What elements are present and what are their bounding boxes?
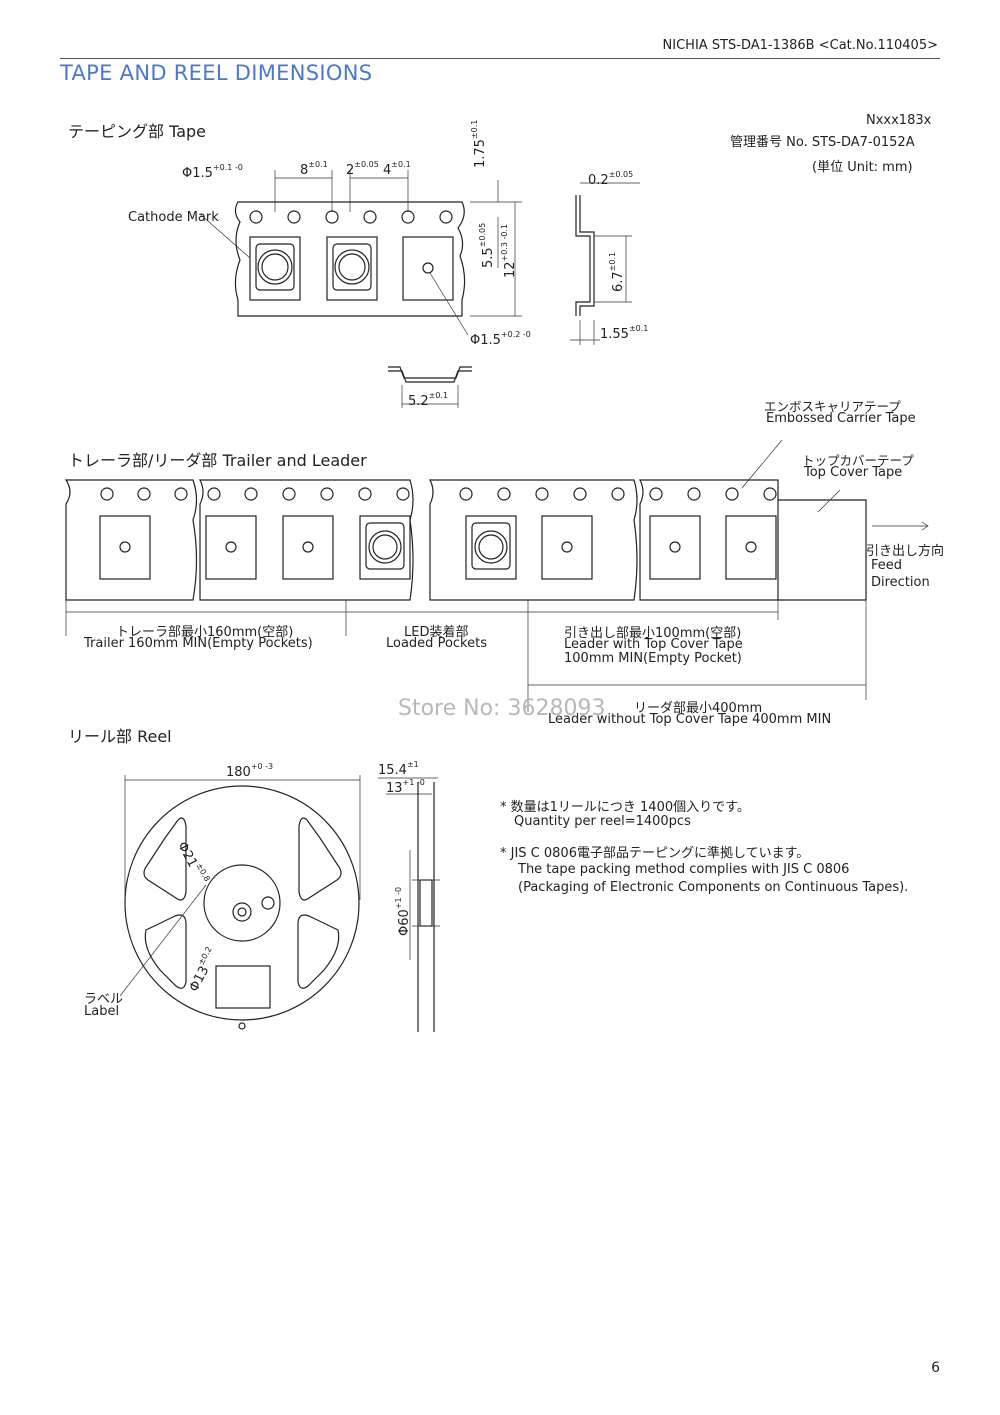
dim-pocket-hole: Φ1.5+0.2 -0 <box>470 330 531 348</box>
reel-front-view <box>119 775 361 1030</box>
top-cover-tape-jp: トップカバーテープ <box>802 453 914 468</box>
dim-hole-dia: Φ1.5+0.1 -0 <box>182 163 243 181</box>
feed-direction-jp: 引き出し方向 <box>866 544 945 559</box>
leader-label-en-1: Leader with Top Cover Tape <box>564 637 743 652</box>
feed-direction-en-2: Direction <box>871 575 930 590</box>
tape-cross-section <box>388 366 472 408</box>
dim-6-7: 6.7±0.1 <box>608 251 626 292</box>
note-1-jp: * 数量は1リールにつき 1400個入りです。 <box>500 800 750 815</box>
dim-1-75: 1.75±0.1 <box>470 119 488 168</box>
dim-1-55: 1.55±0.1 <box>600 324 649 342</box>
cathode-mark-label: Cathode Mark <box>128 210 219 225</box>
note-2-en-1: The tape packing method complies with JI… <box>518 862 850 877</box>
dim-13: 13+1 -0 <box>386 778 425 796</box>
control-number: 管理番号 No. STS-DA7-0152A <box>730 135 915 150</box>
dim-2: 2±0.05 <box>346 160 379 178</box>
leader400-label-en: Leader without Top Cover Tape 400mm MIN <box>548 712 832 727</box>
leader-label-en-2: 100mm MIN(Empty Pocket) <box>564 651 742 666</box>
dim-phi-60: Φ60+1 -0 <box>394 886 412 936</box>
dim-180: 180+0 -3 <box>226 762 274 780</box>
trailer-leader-strip <box>64 439 929 712</box>
page-title: TAPE AND REEL DIMENSIONS <box>60 61 373 85</box>
reel-heading: リール部 Reel <box>68 727 172 746</box>
tape-top-view <box>199 170 522 336</box>
top-cover-tape-en: Top Cover Tape <box>804 465 903 480</box>
embossed-tape-jp: エンボスキャリアテープ <box>764 399 901 414</box>
label-callout-en: Label <box>84 1004 120 1019</box>
header-rule <box>60 58 940 59</box>
reel-side-view <box>378 777 440 1032</box>
loaded-label-en: Loaded Pockets <box>386 636 487 651</box>
leader-label-jp: 引き出し部最小100mm(空部) <box>564 626 742 641</box>
feed-direction-en-1: Feed <box>871 558 903 573</box>
document-reference: NICHIA STS-DA1-1386B <Cat.No.110405> <box>662 38 938 53</box>
note-2-jp: * JIS C 0806電子部品テーピングに準拠しています。 <box>500 846 810 861</box>
watermark: Store No: 3628093 <box>398 696 606 721</box>
trailer-label-en: Trailer 160mm MIN(Empty Pockets) <box>84 636 313 651</box>
tape-side-view <box>570 182 640 345</box>
page-number: 6 <box>931 1360 940 1376</box>
dim-5-5: 5.5±0.05 <box>478 222 496 268</box>
dim-5-2: 5.2±0.1 <box>408 391 449 409</box>
note-2-en-2: (Packaging of Electronic Components on C… <box>518 880 909 895</box>
trailer-leader-heading: トレーラ部/リーダ部 Trailer and Leader <box>68 451 367 470</box>
dim-15-4: 15.4±1 <box>378 760 419 778</box>
trailer-label-jp: トレーラ部最小160mm(空部) <box>116 625 294 640</box>
label-callout-jp: ラベル <box>84 992 124 1007</box>
dim-0-2: 0.2±0.05 <box>588 170 634 188</box>
dim-4: 4±0.1 <box>383 160 411 178</box>
unit-label: (単位 Unit: mm) <box>812 160 913 175</box>
part-number: Nxxx183x <box>866 113 932 128</box>
dim-12: 12+0.3 -0.1 <box>500 223 518 278</box>
note-1-en: Quantity per reel=1400pcs <box>514 814 691 829</box>
embossed-tape-en: Embossed Carrier Tape <box>766 411 916 426</box>
leader400-label-jp: リーダ部最小400mm <box>634 701 763 716</box>
loaded-label-jp: LED装着部 <box>404 625 469 640</box>
tape-heading: テーピング部 Tape <box>68 122 207 141</box>
dim-pitch-8: 8±0.1 <box>300 160 328 178</box>
